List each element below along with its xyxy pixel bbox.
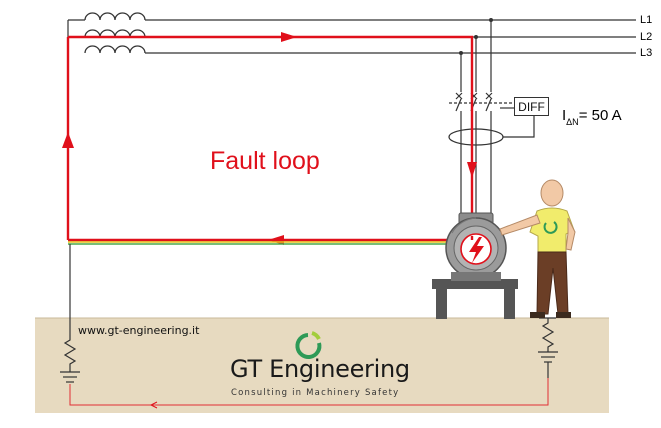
ground-return-path bbox=[69, 378, 549, 406]
person bbox=[499, 179, 576, 318]
fault-loop-arrows bbox=[62, 32, 477, 245]
brand-tagline: Consulting in Machinery Safety bbox=[231, 388, 400, 398]
person-earth bbox=[538, 317, 558, 378]
current-symbol: I bbox=[562, 107, 567, 124]
breaker-drops bbox=[460, 20, 492, 92]
transformer-windings bbox=[84, 12, 146, 54]
ct-wire bbox=[503, 116, 535, 138]
current-subscript: ΔN bbox=[566, 117, 579, 127]
line-label-l2: L2 bbox=[640, 31, 653, 43]
line-label-l3: L3 bbox=[640, 47, 653, 59]
rated-residual-current: IΔN= 50 A bbox=[562, 107, 622, 127]
diagram-title: Fault loop bbox=[210, 147, 320, 175]
current-value: = 50 A bbox=[578, 107, 622, 124]
ground bbox=[35, 318, 609, 413]
breaker-contacts bbox=[449, 92, 514, 215]
motor-base bbox=[432, 279, 518, 319]
protective-earth bbox=[68, 241, 456, 335]
line-label-l1: L1 bbox=[640, 14, 653, 26]
fault-loop-path bbox=[66, 35, 474, 242]
gt-logo-icon bbox=[295, 331, 322, 359]
source-earth bbox=[60, 335, 80, 383]
supply-lines bbox=[67, 19, 636, 240]
diff-relay: DIFF bbox=[514, 97, 549, 116]
website-link[interactable]: www.gt-engineering.it bbox=[78, 324, 200, 337]
brand-name: GT Engineering bbox=[230, 355, 410, 383]
fault-lightning-icon bbox=[460, 233, 492, 265]
